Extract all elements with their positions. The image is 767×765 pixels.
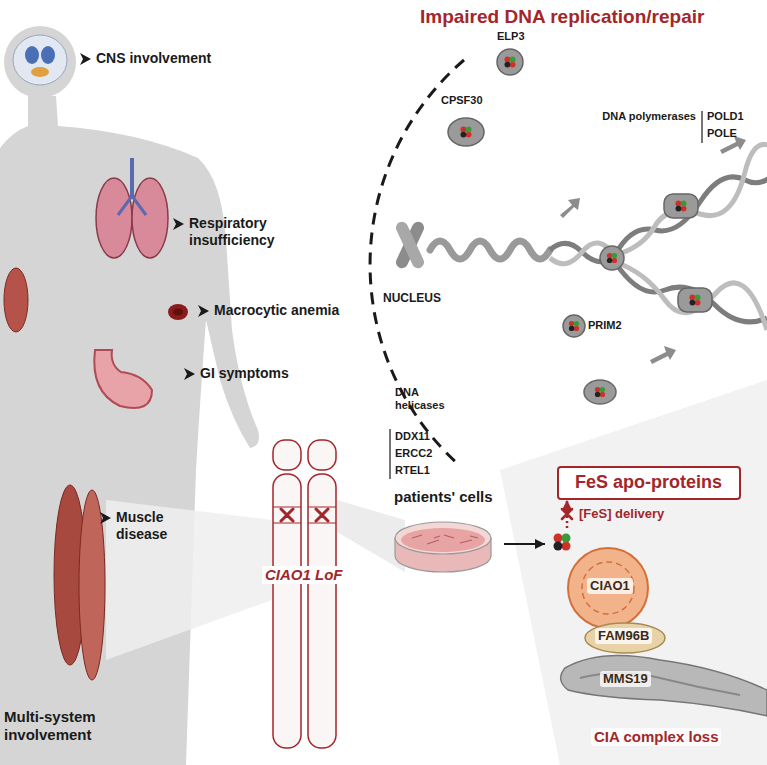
chromatin bbox=[430, 241, 550, 259]
lung bbox=[132, 178, 168, 258]
fes-cluster bbox=[504, 56, 515, 67]
polymerase-blob bbox=[678, 288, 712, 312]
edge-label: [FeS] delivery bbox=[579, 506, 664, 522]
bronchi bbox=[118, 196, 146, 215]
bullet-arrow bbox=[198, 305, 209, 317]
chromosome-arm bbox=[273, 440, 301, 470]
leg-muscle bbox=[79, 490, 105, 680]
lung bbox=[96, 178, 132, 258]
cell-layer bbox=[401, 528, 485, 552]
protein-blob bbox=[497, 49, 523, 75]
symptom-label: Muscle disease bbox=[116, 509, 190, 543]
red-blood-cell bbox=[168, 304, 188, 320]
fes-cluster bbox=[689, 294, 700, 305]
connector-arrow bbox=[504, 543, 545, 545]
ciao1-structure bbox=[582, 562, 634, 614]
dish-rim bbox=[395, 522, 491, 554]
fes-cluster bbox=[675, 200, 686, 211]
cell-culture-dish: patients' cells bbox=[382, 488, 504, 580]
polymerase-blob bbox=[664, 194, 698, 218]
zoom-wedge bbox=[106, 500, 272, 660]
bullet-arrow bbox=[184, 368, 195, 380]
chromatid bbox=[394, 220, 426, 270]
node-text: CIA complex loss bbox=[591, 728, 721, 746]
bullet-arrow bbox=[173, 218, 184, 230]
protein-label: POLD1 bbox=[707, 110, 744, 123]
protein-label: ELP3 bbox=[497, 30, 525, 43]
brain-region bbox=[25, 46, 39, 64]
ciao1-structure bbox=[568, 548, 648, 628]
protein-label: ERCC2 bbox=[395, 447, 432, 460]
red-blood-cell-center bbox=[173, 309, 183, 316]
symptom-label: Macrocytic anemia bbox=[214, 302, 339, 319]
compartment-label: NUCLEUS bbox=[383, 291, 441, 305]
node-heading: FeS apo-proteins bbox=[575, 472, 722, 494]
trachea bbox=[130, 158, 134, 196]
arm-muscle bbox=[4, 268, 28, 332]
blocked-cross bbox=[562, 509, 572, 519]
head bbox=[4, 26, 76, 98]
dna-strand bbox=[615, 144, 767, 255]
body-silhouette bbox=[0, 96, 259, 765]
variant-label: CIAO1 LoF bbox=[262, 566, 346, 584]
mutation-cross bbox=[281, 509, 328, 521]
chromatid bbox=[394, 220, 426, 270]
fes-cluster bbox=[554, 534, 571, 551]
cells bbox=[412, 535, 478, 544]
brain-region bbox=[31, 67, 49, 77]
bullet-arrow bbox=[80, 53, 91, 65]
fes-cluster bbox=[595, 387, 605, 397]
protein-label: PRIM2 bbox=[588, 319, 622, 332]
nucleus-boundary bbox=[370, 60, 464, 465]
summary-label: Multi-system involvement bbox=[4, 708, 136, 744]
brain-region bbox=[41, 46, 55, 64]
node-heading: CIAO1 bbox=[587, 578, 633, 594]
helicase-blob bbox=[584, 380, 616, 404]
fes-cluster bbox=[460, 126, 471, 137]
apo-protein-box: FeS apo-proteins bbox=[557, 466, 741, 500]
symptom-label: Respiratory insufficiency bbox=[189, 215, 314, 249]
node-text: FAM96B bbox=[595, 628, 652, 644]
fes-cluster bbox=[607, 253, 617, 263]
primase-blob bbox=[563, 315, 585, 337]
fam96b-structure bbox=[585, 623, 665, 653]
protein-label: RTEL1 bbox=[395, 464, 430, 477]
protein-blob bbox=[448, 118, 484, 146]
direction-arrow bbox=[560, 198, 580, 218]
bracket-line bbox=[701, 111, 702, 143]
direction-arrow bbox=[650, 346, 676, 364]
section-title: Impaired DNA replication/repair bbox=[420, 6, 704, 29]
bullet-arrow bbox=[100, 512, 111, 524]
group-label: DNA helicases bbox=[395, 386, 459, 412]
helicase-blob bbox=[600, 246, 624, 270]
chromosome-band bbox=[273, 507, 336, 523]
dna-strand bbox=[615, 262, 767, 330]
node-heading: patients' cells bbox=[394, 488, 493, 506]
protein-label: DDX11 bbox=[395, 430, 430, 443]
symptom-label: CNS involvement bbox=[96, 50, 211, 67]
brain-scan bbox=[13, 35, 67, 85]
protein-complex: CIAO1FAM96B MMS19CIA complex loss bbox=[545, 528, 767, 765]
node-text: MMS19 bbox=[600, 671, 651, 687]
fes-cluster bbox=[569, 321, 579, 331]
protein-label: CPSF30 bbox=[441, 94, 483, 107]
stomach bbox=[94, 350, 152, 408]
symptom-label: GI symptoms bbox=[200, 365, 289, 382]
chromosome-arm bbox=[308, 440, 336, 470]
mms19-structure bbox=[561, 656, 767, 717]
zoom-wedge bbox=[500, 380, 767, 765]
bracket-line bbox=[389, 429, 390, 479]
protein-label: POLE bbox=[707, 127, 737, 140]
group-label: DNA polymerases bbox=[596, 110, 696, 123]
